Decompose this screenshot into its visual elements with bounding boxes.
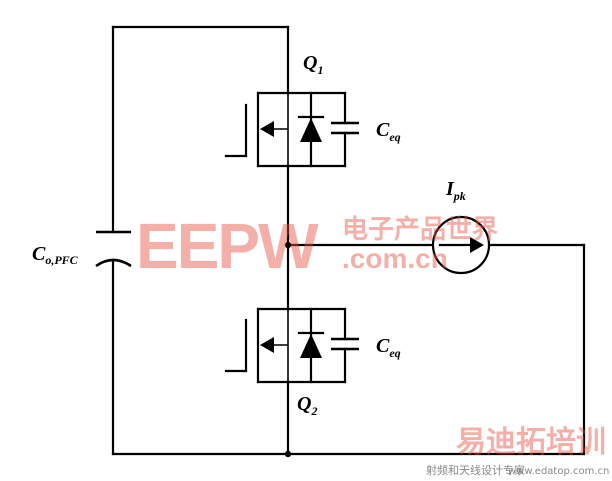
circuit-wires	[111, 25, 586, 456]
ceq-lower-label: Ceq	[376, 335, 401, 360]
ceq-upper-label-sub: eq	[389, 130, 400, 144]
q2-label-sub: 2	[310, 404, 317, 418]
eepw-cn-text: 电子产品世界	[342, 214, 498, 244]
bottom-node-dot	[284, 450, 292, 458]
q2-body-diode	[300, 334, 322, 358]
capacitor-plate-bottom	[95, 258, 132, 268]
ceq-upper-label: Ceq	[376, 119, 401, 144]
rf-training-watermark: 易迪拓培训 射频和天线设计专家 www.edatop.com.cn	[426, 425, 609, 477]
q1-label-sub: 1	[317, 63, 323, 77]
midpoint-node-dot	[284, 241, 292, 249]
current-source-ipk	[431, 215, 491, 275]
eepw-logo-text: EEPW	[136, 210, 319, 282]
q2-label-main: Q	[297, 393, 311, 415]
q1-body-diode	[300, 118, 322, 142]
mosfet-q1	[224, 91, 359, 168]
eepw-watermark: EEPW 电子产品世界 .com.cn	[136, 210, 498, 282]
ceq-upper-label-main: C	[376, 119, 390, 141]
ceq-lower-label-main: C	[376, 335, 390, 357]
co-pfc-label-main: C	[32, 243, 46, 265]
co-pfc-label-sub: o,PFC	[45, 253, 78, 267]
mosfet-q2	[224, 307, 359, 384]
component-labels: Q1 Ceq Ipk Co,PFC Ceq Q2	[32, 52, 466, 418]
co-pfc-label: Co,PFC	[32, 243, 79, 267]
q1-label-main: Q	[303, 52, 317, 74]
q1-body-arrow	[260, 121, 274, 137]
eepw-domain-text: .com.cn	[342, 243, 448, 274]
rf-training-domain-text: www.edatop.com.cn	[508, 466, 609, 477]
ipk-label: Ipk	[445, 178, 466, 203]
ipk-label-main: I	[445, 178, 455, 200]
rf-training-tagline-text: 射频和天线设计专家	[426, 463, 525, 477]
ceq-lower-label-sub: eq	[389, 346, 400, 360]
ipk-label-sub: pk	[453, 189, 466, 203]
dc-link-capacitor	[95, 230, 132, 268]
current-source-arrow-head	[470, 237, 484, 253]
q2-label: Q2	[297, 393, 317, 418]
rf-training-cn-text: 易迪拓培训	[456, 425, 606, 459]
q1-label: Q1	[303, 52, 323, 77]
q2-body-arrow	[260, 337, 274, 353]
